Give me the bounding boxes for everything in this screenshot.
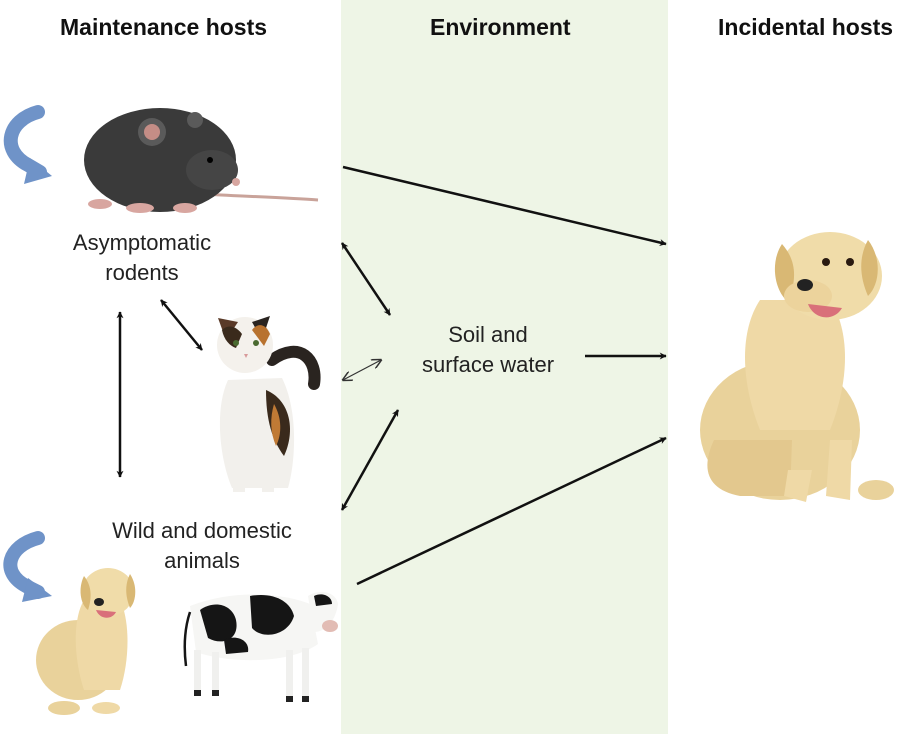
- arrow-animals-soil: [340, 409, 400, 511]
- cat-icon: [217, 316, 321, 492]
- cycle-arrow-icon: [3, 105, 52, 184]
- arrow-rodents-soil: [340, 242, 392, 316]
- wild-domestic-animals-label: Wild and domestic animals: [112, 518, 292, 573]
- soil-surface-water-label: Soil and surface water: [421, 322, 555, 377]
- arrow-cat-soil: [343, 360, 381, 380]
- environment-band: [341, 0, 668, 734]
- rodents-label: Asymptomatic rodents: [72, 230, 212, 285]
- environment-header: Environment: [430, 14, 571, 40]
- incidental-hosts-header: Incidental hosts: [718, 14, 894, 40]
- dog-icon: [700, 232, 894, 502]
- arrow-rodents-cat: [160, 299, 203, 351]
- cow-icon: [183, 591, 338, 702]
- dog-icon: [36, 568, 136, 715]
- arrow-animals-to-incidental: [356, 436, 667, 586]
- arrow-rodents-to-incidental: [342, 165, 667, 246]
- maintenance-hosts-header: Maintenance hosts: [60, 14, 268, 40]
- cycle-arrow-icon: [3, 531, 52, 602]
- rat-icon: [84, 108, 319, 213]
